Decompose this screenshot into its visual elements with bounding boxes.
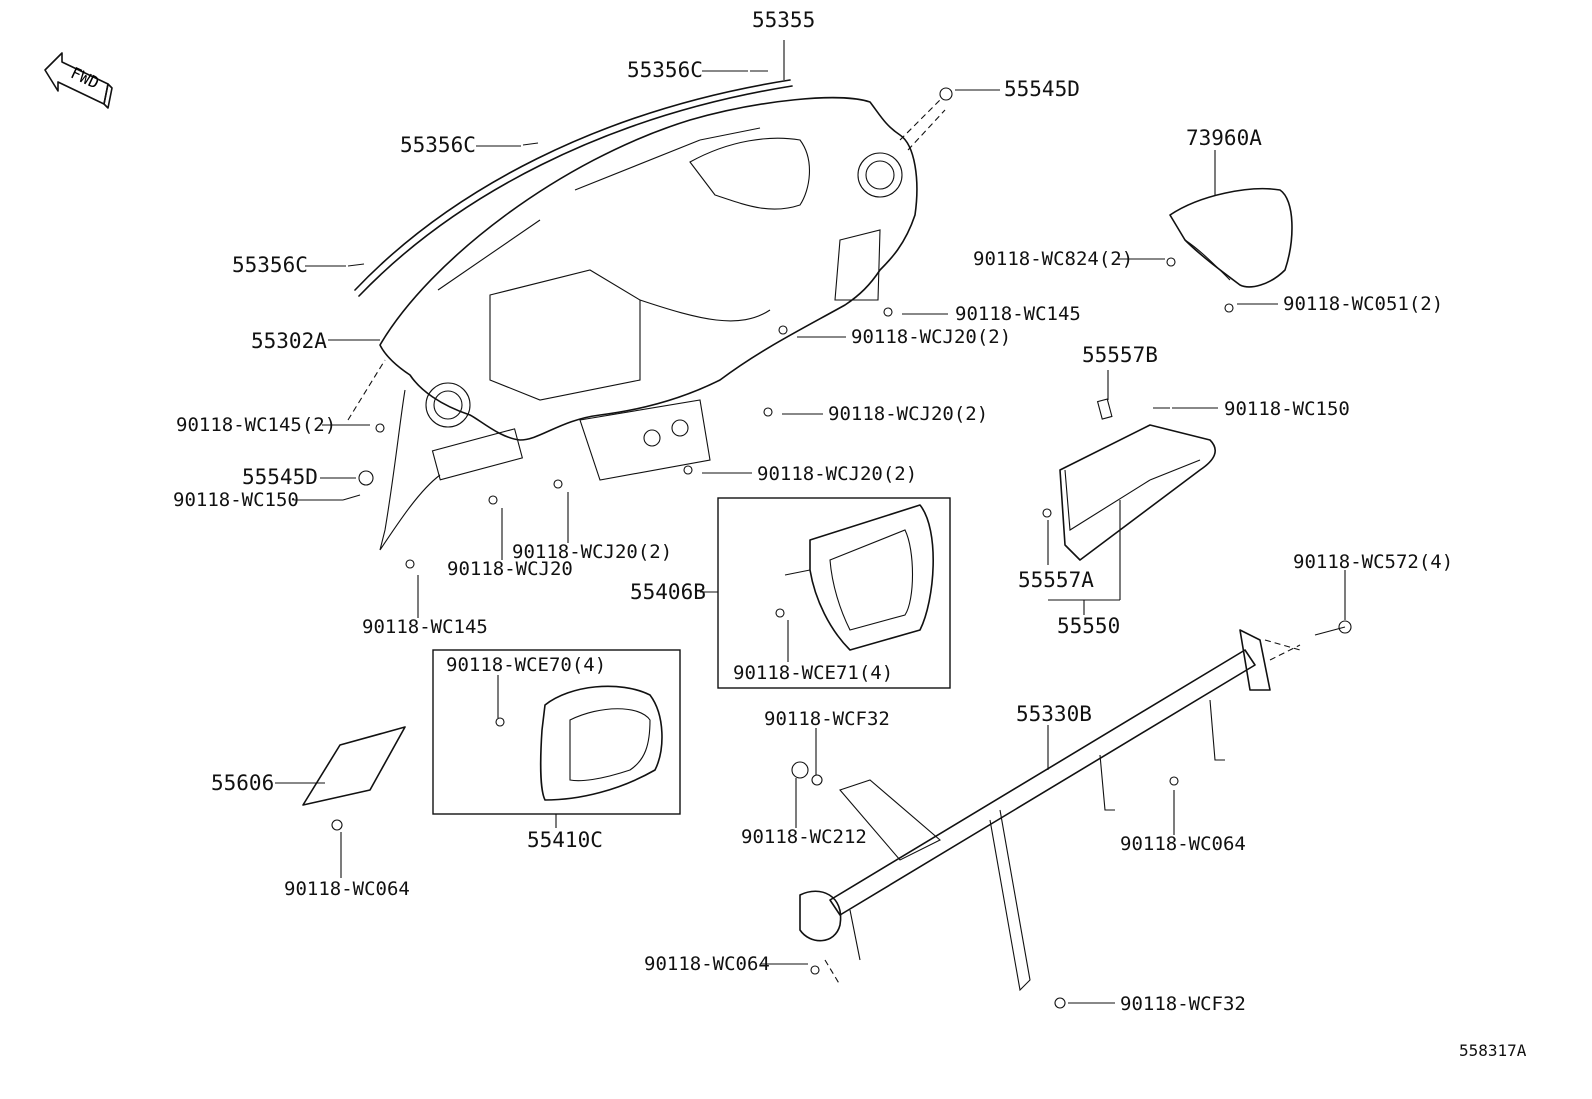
label-55545d-top: 55545D [1004,77,1080,101]
label-90118-wc145-right: 90118-WC145 [955,303,1081,325]
label-90118-wc064-right: 90118-WC064 [1120,833,1246,855]
label-90118-wcj20-center: 90118-WCJ20(2) [512,541,673,563]
fwd-arrow-label: FWD [68,63,102,92]
label-90118-wce71: 90118-WCE71(4) [733,662,894,684]
label-90118-wc145-left: 90118-WC145(2) [176,414,337,436]
label-90118-wc064-left: 90118-WC064 [284,878,410,900]
airbag-cover [1169,150,1293,288]
label-90118-wc212: 90118-WC212 [741,826,867,848]
label-90118-wc824: 90118-WC824(2) [973,248,1134,270]
label-55355: 55355 [752,8,816,32]
label-90118-wc150-left: 90118-WC150 [173,489,299,511]
label-55550: 55550 [1057,614,1121,638]
fastener-icons [331,70,1352,1009]
label-55410c: 55410C [527,828,603,852]
label-73960a: 73960A [1186,126,1262,150]
label-90118-wcj20-single: 90118-WCJ20 [447,558,573,580]
label-55302a: 55302A [251,329,327,353]
label-90118-wcj20-mid: 90118-WCJ20(2) [828,403,989,425]
label-55557b: 55557B [1082,343,1158,367]
defroster-strip [354,40,793,297]
leader-lines [294,70,1346,1004]
label-55606: 55606 [211,771,275,795]
cover-55606 [275,726,406,806]
label-90118-wc572: 90118-WC572(4) [1293,551,1454,573]
label-55356c-low: 55356C [232,253,308,277]
reinforcement-beam [799,629,1301,992]
box-55406b [717,497,951,689]
label-90118-wce70: 90118-WCE70(4) [446,654,607,676]
label-90118-wc064-bottom: 90118-WC064 [644,953,770,975]
label-90118-wc051: 90118-WC051(2) [1283,293,1444,315]
instrument-panel [328,96,918,551]
label-55356c-top: 55356C [627,58,703,82]
label-55545d-left: 55545D [242,465,318,489]
label-55356c-mid: 55356C [400,133,476,157]
fwd-arrow-icon: FWD [44,52,113,109]
label-90118-wc145-lower: 90118-WC145 [362,616,488,638]
label-90118-wcf32-lower: 90118-WCF32 [1120,993,1246,1015]
label-90118-wcj20-lower: 90118-WCJ20(2) [757,463,918,485]
cluster-finish [539,685,663,828]
glove-box [1047,370,1216,615]
label-90118-wc150-right: 90118-WC150 [1224,398,1350,420]
label-90118-wcj20-upper: 90118-WCJ20(2) [851,326,1012,348]
label-55406b: 55406B [630,580,706,604]
label-90118-wcf32-upper: 90118-WCF32 [764,708,890,730]
label-55557a: 55557A [1018,568,1094,592]
bracket-55406b [700,504,934,651]
label-55330b: 55330B [1016,702,1092,726]
drawing-number: 558317A [1459,1041,1527,1060]
